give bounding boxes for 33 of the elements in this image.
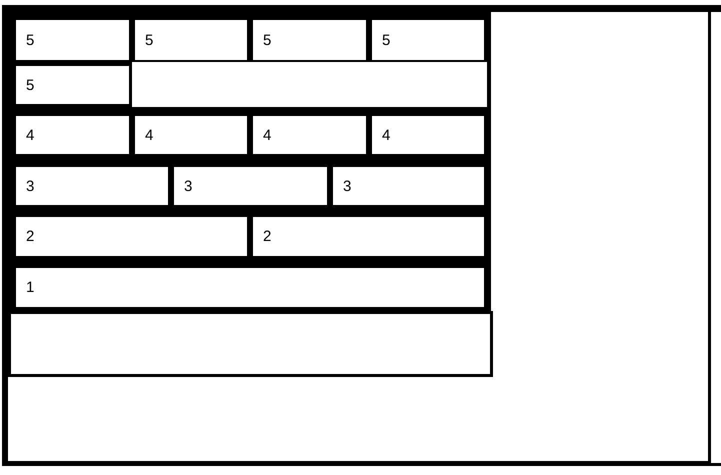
outer-frame <box>2 5 711 466</box>
tile-label: 5 <box>382 32 390 48</box>
tile <box>16 217 247 256</box>
tile <box>253 116 366 154</box>
empty-panel <box>8 311 493 377</box>
tile-label: 4 <box>263 128 272 142</box>
tile-label: 2 <box>26 229 34 244</box>
tile <box>16 268 484 307</box>
tile <box>16 20 129 60</box>
tile <box>333 167 484 205</box>
tile <box>16 116 129 154</box>
tile-label: 3 <box>184 178 192 194</box>
tile <box>135 20 247 60</box>
tile <box>253 217 484 256</box>
tile-label: 5 <box>263 32 272 48</box>
tile-label: 3 <box>343 178 352 194</box>
tile <box>253 20 366 60</box>
tile-label: 4 <box>382 128 390 142</box>
tile <box>174 167 327 205</box>
tile-label: 1 <box>26 280 34 295</box>
tile-label: 3 <box>26 178 34 194</box>
tile-label: 5 <box>145 32 154 48</box>
empty-slot <box>132 62 487 107</box>
tile <box>372 20 484 60</box>
tile-label: 4 <box>145 128 154 142</box>
tile <box>135 116 247 154</box>
tile <box>16 66 129 104</box>
tile-label: 4 <box>26 128 34 142</box>
tile-label: 2 <box>263 229 272 244</box>
tile-label: 5 <box>26 32 34 48</box>
tile-label: 5 <box>26 78 34 92</box>
tile <box>372 116 484 154</box>
tile <box>16 167 168 205</box>
